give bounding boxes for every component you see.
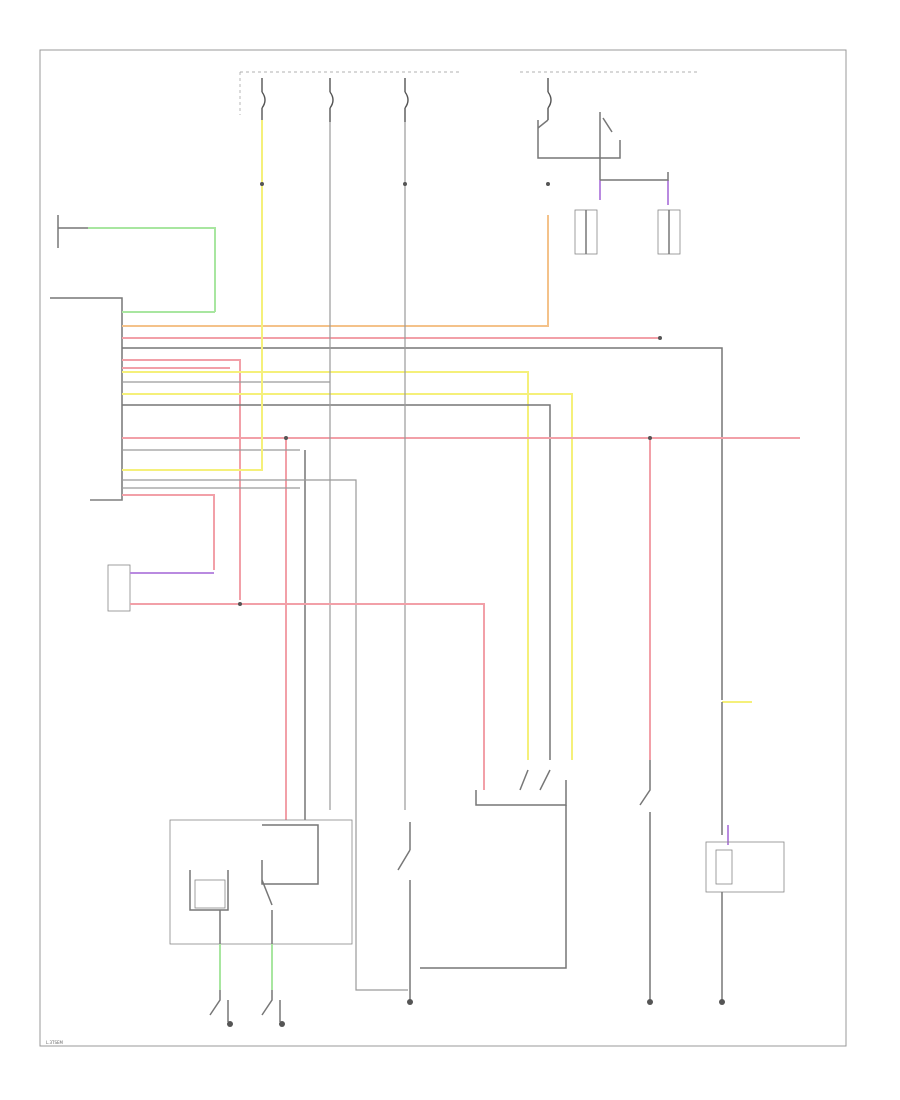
splice-points [238,182,662,606]
relay-device-left [107,564,485,790]
switch-bottom-middle [397,822,413,1005]
relay-bottom-center [420,769,567,969]
corner-code: L.3TSEM [46,1040,64,1045]
bottom-left-switches [209,990,285,1027]
right-component [705,701,785,1000]
fuse-1 [261,78,266,122]
fuse-3 [404,78,409,122]
fuse-4 [547,78,552,120]
harness-wires [122,120,800,991]
relay-assembly-top-right [537,112,681,255]
switch-bottom-right [639,760,725,1005]
control-module-box [169,819,353,990]
fuse-2 [329,78,334,122]
control-unit-connector [50,297,123,501]
top-left-switch [57,215,216,312]
diagram-frame [39,49,847,1047]
